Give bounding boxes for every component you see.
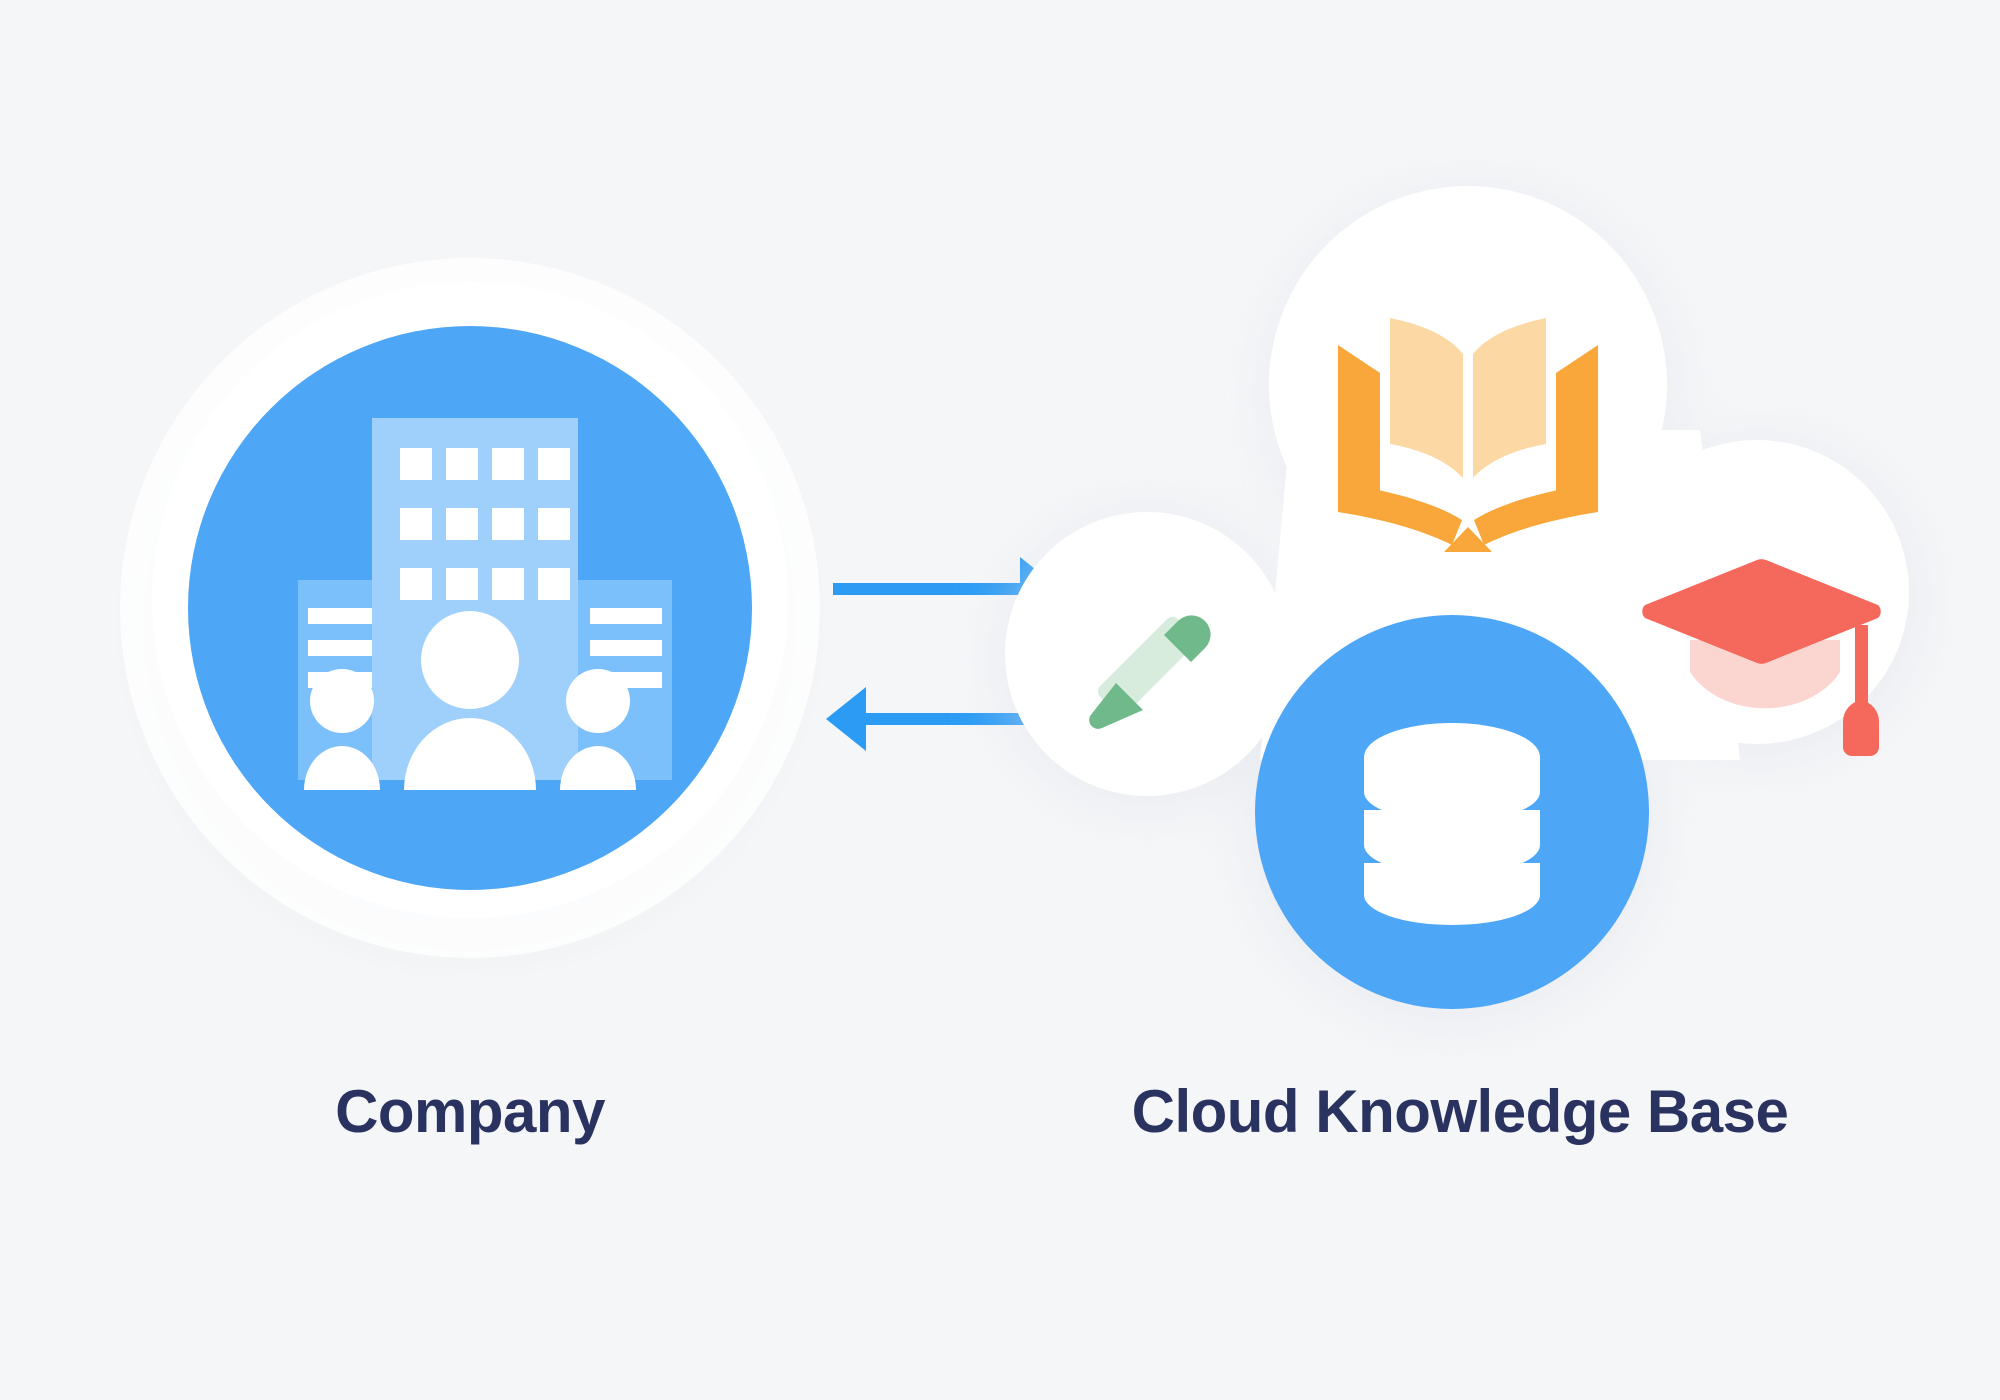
building-right-line-1 [590,608,662,624]
cloud-knowledge-base-label: Cloud Knowledge Base [1131,1078,1789,1145]
company-node[interactable] [110,258,830,985]
building-left-line-2 [308,640,380,656]
graduation-cap-icon [1642,559,1881,756]
building-right-line-2 [590,640,662,656]
cloud-knowledge-base-node[interactable] [1003,186,1915,1020]
company-building-people-icon [298,418,672,790]
person-left-icon [304,669,380,790]
arrow-right-shaft [833,583,1030,595]
open-book-icon [1338,318,1598,552]
arrow-cloud-to-company[interactable] [826,687,1053,751]
person-center-icon [404,611,536,790]
building-left-line-1 [308,608,380,624]
person-right-icon [560,669,636,790]
arrow-left-head [826,687,866,751]
arrow-left-shaft [856,713,1053,725]
building-windows [400,448,570,600]
database-icon [1364,723,1540,925]
pencil-icon [1089,615,1211,729]
company-label: Company [335,1078,605,1145]
